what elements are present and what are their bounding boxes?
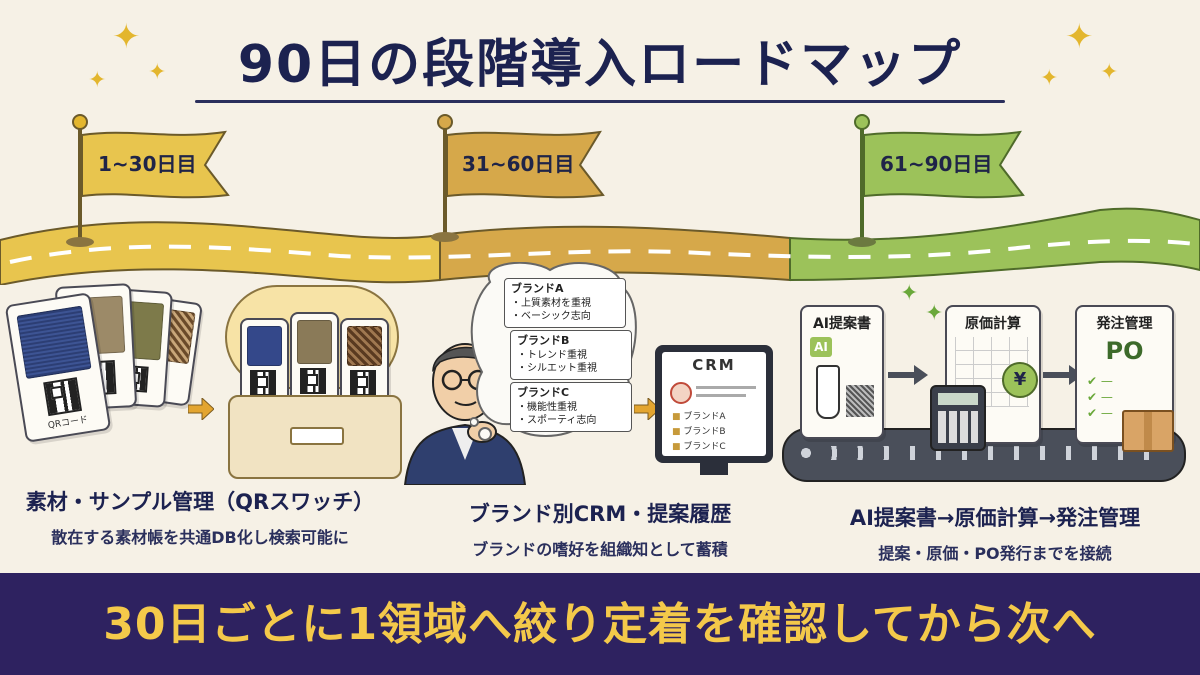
crm-label: CRM <box>692 356 736 374</box>
panel-2-title: ブランド別CRM・提案履歴 <box>468 502 732 526</box>
dress-icon <box>816 365 840 419</box>
swatch-card <box>290 312 339 406</box>
bubble-brand-a: ブランドA ・上質素材を重視 ・ベーシック志向 <box>504 278 626 328</box>
swatch-card <box>240 318 289 407</box>
brand-c-name: ブランドC <box>517 386 570 399</box>
sparkle-icon: ✦ <box>1065 17 1094 57</box>
crm-item-b: ブランドB <box>683 427 726 437</box>
sparkle-icon: ✦ <box>1100 60 1119 85</box>
road-segment-3 <box>789 207 1200 282</box>
sparkle-icon: ✦ <box>148 60 167 85</box>
phase-2-label: 31~60日目 <box>462 152 575 176</box>
banner-text: 30日ごとに1領域へ絞り定着を確認してから次へ <box>103 599 1097 650</box>
crm-monitor: CRM ■ ブランドA ■ ブランドB ■ ブランドC <box>655 345 773 463</box>
sparkle-icon: ✦ <box>900 281 919 306</box>
swatch-card <box>340 318 389 407</box>
doc-cost-title: 原価計算 <box>965 316 1021 332</box>
arrow-icon <box>888 365 928 385</box>
bubble-brand-c: ブランドC ・機能性重視 ・スポーティ志向 <box>510 382 632 432</box>
doc-order-title: 発注管理 <box>1096 316 1153 332</box>
sparkle-icon: ✦ <box>925 301 944 326</box>
brand-a-name: ブランドA <box>511 282 564 295</box>
sparkle-icon: ✦ <box>1040 66 1059 91</box>
folder-icon: ■ <box>672 442 681 452</box>
checklist-icon: ✔ —✔ —✔ — <box>1087 374 1113 420</box>
phase-1-label: 1~30日目 <box>98 152 197 176</box>
brand-c-line-1: ・機能性重視 <box>517 401 577 413</box>
ai-badge: AI <box>810 337 832 357</box>
brand-a-line-2: ・ベーシック志向 <box>511 311 591 323</box>
brand-b-line-2: ・シルエット重視 <box>517 363 597 375</box>
bubble-brand-b: ブランドB ・トレンド重視 ・シルエット重視 <box>510 330 632 380</box>
crm-item-a: ブランドA <box>683 412 726 422</box>
panel-1-title: 素材・サンプル管理（QRスワッチ） <box>25 490 375 514</box>
folder-icon: ■ <box>672 427 681 437</box>
po-label: PO <box>1105 337 1144 365</box>
doc-ai-title: AI提案書 <box>812 316 872 332</box>
calculator-icon <box>930 385 986 451</box>
road-center-line <box>9 238 1196 264</box>
package-box-icon <box>1122 410 1174 452</box>
sparkle-icon: ✦ <box>112 17 141 57</box>
brand-b-name: ブランドB <box>517 334 570 347</box>
bottom-banner <box>0 573 1200 675</box>
panel-2-subtitle: ブランドの嗜好を組織知として蓄積 <box>472 540 728 559</box>
panel-3-subtitle: 提案・原価・PO発行までを接続 <box>878 544 1112 563</box>
roadmap-road <box>0 114 1200 285</box>
arrow-icon <box>187 396 215 422</box>
brand-c-line-2: ・スポーティ志向 <box>517 415 597 427</box>
database-box <box>228 395 402 479</box>
doc-ai-proposal: AI提案書 AI <box>800 305 884 439</box>
user-avatar-icon <box>670 382 692 404</box>
phase-3-label: 61~90日目 <box>880 152 993 176</box>
brand-a-line-1: ・上質素材を重視 <box>511 297 591 309</box>
brand-b-line-1: ・トレンド重視 <box>517 349 587 361</box>
title-underline <box>195 100 1005 103</box>
page-title: 90日の段階導入ロードマップ <box>237 35 963 95</box>
arrow-icon <box>633 396 661 422</box>
panel-1-subtitle: 散在する素材帳を共通DB化し検索可能に <box>51 528 349 547</box>
arrow-icon <box>1043 365 1083 385</box>
yen-icon: ¥ <box>1002 362 1038 398</box>
sparkle-icon: ✦ <box>88 68 107 93</box>
monitor-stand <box>700 463 728 475</box>
fabric-swatch-icon <box>846 385 874 417</box>
crm-item-c: ブランドC <box>683 442 726 452</box>
panel-3-title: AI提案書→原価計算→発注管理 <box>849 506 1141 530</box>
folder-icon: ■ <box>672 412 681 422</box>
